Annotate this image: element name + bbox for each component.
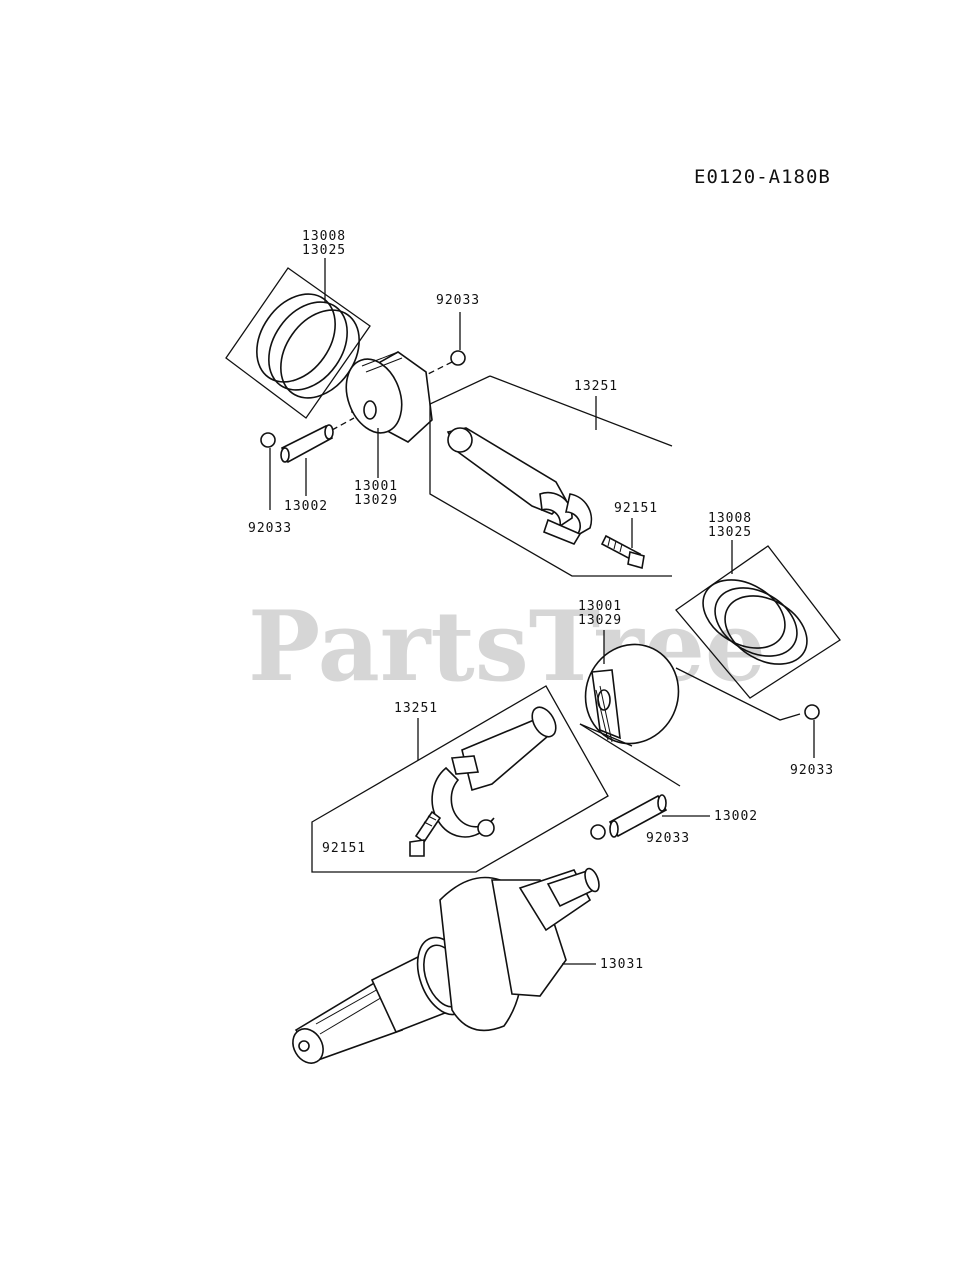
connecting-rod-bottom[interactable] <box>311 685 609 873</box>
circlip-top[interactable] <box>450 350 466 366</box>
watermark-text: PartsTree <box>248 590 766 703</box>
label-pin-bottom: 13002 <box>714 809 758 824</box>
label-piston-mid-b: 13029 <box>578 613 622 628</box>
label-piston-mid-a: 13001 <box>578 599 622 614</box>
piston-pin-bottom[interactable] <box>608 794 668 838</box>
piston-top[interactable] <box>337 351 433 443</box>
piston-rings-right[interactable] <box>675 545 841 699</box>
label-bolt-bottom: 92151 <box>322 841 366 856</box>
label-rings-right-b: 13025 <box>708 525 752 540</box>
conrod-bolt-bottom[interactable] <box>409 810 442 857</box>
label-circlip-bottom: 92033 <box>646 831 690 846</box>
label-rings-top-a: 13008 <box>302 229 346 244</box>
diagram-ref: E0120-A180B <box>694 166 831 188</box>
label-circlip-left: 92033 <box>248 521 292 536</box>
label-piston-top-a: 13001 <box>354 479 398 494</box>
label-circlip-right: 92033 <box>790 763 834 778</box>
label-piston-top-b: 13029 <box>354 493 398 508</box>
label-circlip-top: 92033 <box>436 293 480 308</box>
label-conrod-top: 13251 <box>574 379 618 394</box>
circlip-bottom[interactable] <box>590 824 606 840</box>
label-rings-right-a: 13008 <box>708 511 752 526</box>
label-crankshaft: 13031 <box>600 957 644 972</box>
circlip-left[interactable] <box>260 432 276 448</box>
crankshaft[interactable] <box>287 867 602 1069</box>
piston-middle[interactable] <box>572 631 693 756</box>
circlip-right[interactable] <box>804 704 820 720</box>
label-bolt-top: 92151 <box>614 501 658 516</box>
label-rings-top-b: 13025 <box>302 243 346 258</box>
label-conrod-bottom: 13251 <box>394 701 438 716</box>
conrod-bolt-top[interactable] <box>600 534 645 570</box>
label-pin-top: 13002 <box>284 499 328 514</box>
piston-pin-top[interactable] <box>280 424 334 464</box>
connecting-rod-top[interactable] <box>429 375 673 577</box>
